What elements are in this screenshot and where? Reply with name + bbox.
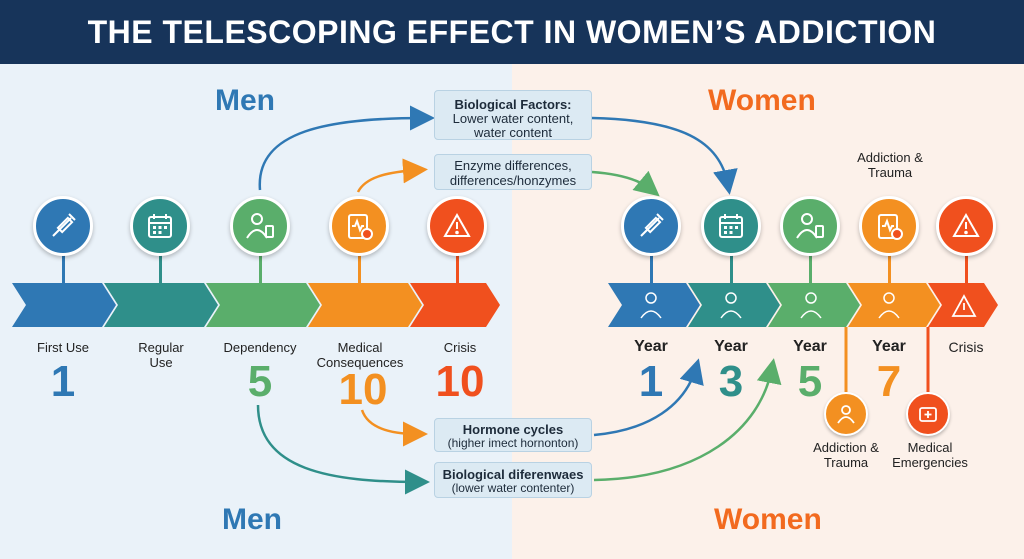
woman-icon xyxy=(800,292,822,319)
stem xyxy=(730,246,733,284)
syringe-icon xyxy=(640,213,664,237)
men-stage-3-label: Dependency xyxy=(223,340,297,355)
women-stage-2-circle xyxy=(701,196,761,256)
men-stage-3-circle xyxy=(230,196,290,256)
factor-box-hormone: Hormone cycles (higher imect hornonton) xyxy=(434,418,592,452)
woman-icon xyxy=(720,292,742,319)
stem xyxy=(62,246,65,284)
calendar-icon xyxy=(148,214,172,238)
person-bottle-icon xyxy=(246,213,274,239)
woman-icon xyxy=(837,405,855,424)
women-stage-3-circle xyxy=(780,196,840,256)
men-stage-4-circle xyxy=(329,196,389,256)
factor-title: Biological Factors: xyxy=(454,97,572,112)
men-chevron-5 xyxy=(410,283,500,327)
women-stage-5-circle xyxy=(936,196,996,256)
arrow-bio-factors-to-women xyxy=(591,116,738,195)
men-stage-5-number: 10 xyxy=(435,357,485,406)
factor-box-enzyme: Enzyme differences, differences/honzymes xyxy=(434,154,592,190)
men-stage-1-circle xyxy=(33,196,93,256)
men-heading: Men xyxy=(215,84,275,117)
men-chevrons xyxy=(12,283,500,327)
stem xyxy=(456,246,459,284)
factor-subtitle: Lower water content, water content xyxy=(452,111,574,140)
men-stage-2-circle xyxy=(130,196,190,256)
arrow-dependency-to-bio-factors xyxy=(258,105,435,191)
men-chevron-4 xyxy=(308,283,422,327)
women-chevrons xyxy=(608,283,998,327)
women-chevron-4 xyxy=(848,283,940,327)
women-chevron-3 xyxy=(768,283,860,327)
men-stage-4-label: Medical Consequences xyxy=(316,340,404,370)
men-footer: Men xyxy=(222,503,282,536)
stem xyxy=(965,246,968,284)
first-aid-icon xyxy=(919,407,937,422)
women-chevron-2 xyxy=(688,283,780,327)
women-stage-3-number: 5 xyxy=(797,357,823,406)
branch-medical-label: Medical Emergencies xyxy=(892,440,968,470)
medical-chart-icon xyxy=(348,214,373,240)
factor-subtitle: (higher imect hornonton) xyxy=(447,436,579,450)
branch-addiction-label: Addiction & Trauma xyxy=(813,440,879,470)
arrow-medical-to-enzyme xyxy=(356,158,428,193)
women-chevron-5 xyxy=(928,283,998,327)
women-stage-1-circle xyxy=(621,196,681,256)
warning-icon xyxy=(952,212,980,237)
stem xyxy=(358,246,361,284)
women-chevron-person-icons xyxy=(640,292,900,319)
factor-subtitle: (lower water contenter) xyxy=(451,481,575,495)
stem xyxy=(650,246,653,284)
calendar-icon xyxy=(719,214,743,238)
warning-icon xyxy=(443,212,471,237)
men-chevron-1 xyxy=(12,283,116,327)
women-stage-3-label: Year xyxy=(793,338,827,355)
women-stage-4-number: 7 xyxy=(876,357,902,406)
women-stage-2-label: Year xyxy=(714,338,748,355)
syringe-icon xyxy=(52,213,76,237)
men-chevron-2 xyxy=(104,283,218,327)
men-stage-5-label: Crisis xyxy=(443,340,477,355)
women-chevron-1 xyxy=(608,283,700,327)
factor-subtitle: Enzyme differences, differences/honzymes xyxy=(449,158,577,188)
person-bottle-icon xyxy=(796,213,824,239)
women-stage-1-label: Year xyxy=(634,338,668,355)
women-stage-1-number: 1 xyxy=(638,357,664,406)
men-stage-5-circle xyxy=(427,196,487,256)
women-stage-4-label: Year xyxy=(872,338,906,355)
men-stage-2-label: Regular Use xyxy=(138,340,184,370)
factor-box-biological: Biological Factors: Lower water content,… xyxy=(434,90,592,140)
page-title: THE TELESCOPING EFFECT IN WOMEN’S ADDICT… xyxy=(0,0,1024,64)
men-stage-4-number: 10 xyxy=(338,365,388,414)
arrow-bio-diff-to-year3 xyxy=(593,358,782,482)
stem xyxy=(809,246,812,284)
branch-medical-circle xyxy=(906,392,950,436)
women-stage-5-label: Crisis xyxy=(948,339,984,355)
women-footer: Women xyxy=(714,503,822,536)
stem xyxy=(259,246,262,284)
women-stage-4-circle xyxy=(859,196,919,256)
factor-box-biological-diff: Biological diferenwaes (lower water cont… xyxy=(434,462,592,498)
stem xyxy=(159,246,162,284)
arrow-dependency-to-bio-diff xyxy=(256,404,430,495)
men-stage-1-number: 1 xyxy=(50,357,76,406)
stem xyxy=(888,246,891,284)
arrow-medical-to-hormone xyxy=(360,409,428,447)
factor-title: Hormone cycles xyxy=(462,422,564,437)
women-stage-2-number: 3 xyxy=(718,357,744,406)
woman-icon xyxy=(878,292,900,319)
women-top-note: Addiction & Trauma xyxy=(857,150,923,180)
men-stage-3-number: 5 xyxy=(247,357,273,406)
men-stage-1-label: First Use xyxy=(37,340,89,355)
branch-addiction-circle xyxy=(824,392,868,436)
women-heading: Women xyxy=(708,84,816,117)
woman-icon xyxy=(640,292,662,319)
arrow-enzyme-to-women xyxy=(591,170,660,197)
arrow-hormone-to-year1 xyxy=(593,358,704,437)
warning-icon xyxy=(951,294,977,317)
medical-chart-icon xyxy=(878,214,903,240)
factor-title: Biological diferenwaes xyxy=(442,467,584,482)
men-chevron-3 xyxy=(206,283,320,327)
